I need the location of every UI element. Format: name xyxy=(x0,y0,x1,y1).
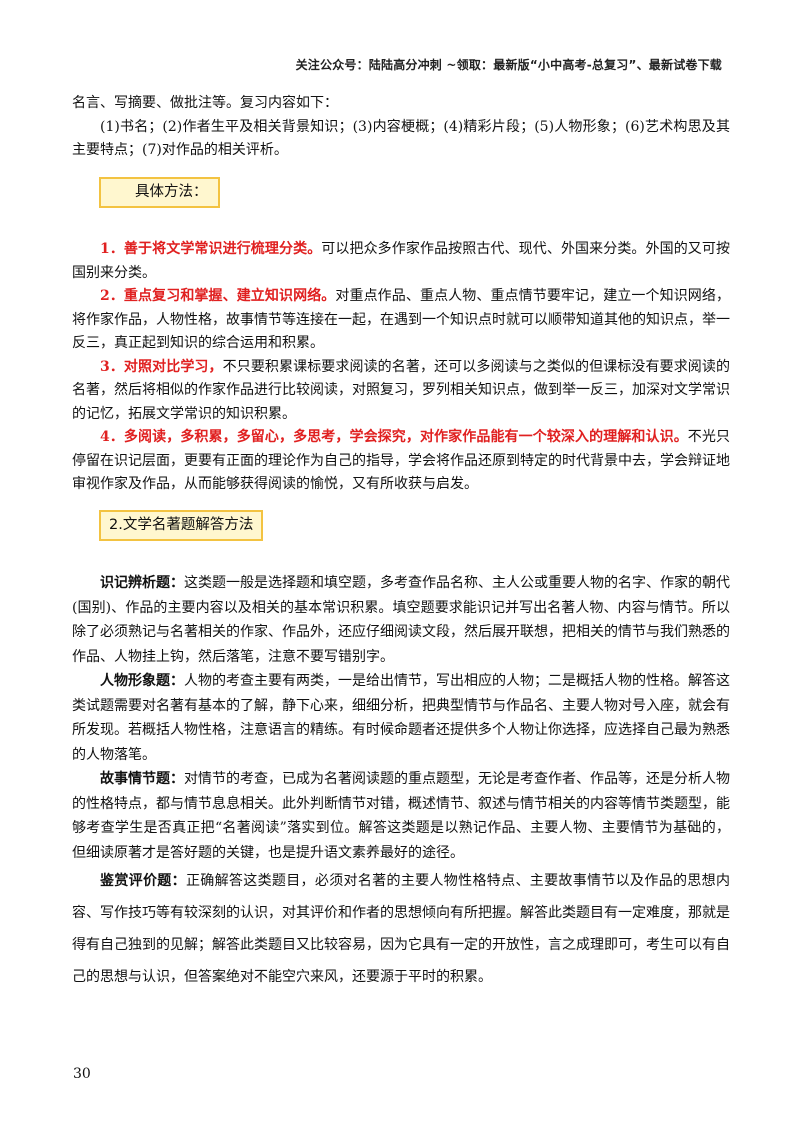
question-type-term: 识记辨析题： xyxy=(100,575,184,591)
review-content-list: (1)书名；(2)作者生平及相关背景知识；(3)内容梗概；(4)精彩片段；(5)… xyxy=(72,118,730,159)
section-heading-answer-methods: 2.文学名著题解答方法 xyxy=(99,509,264,541)
method-item: 4．多阅读，多积累，多留心，多思考，学会探究，对作家作品能有一个较深入的理解和认… xyxy=(72,426,730,497)
method-lead: 3．对照对比学习， xyxy=(100,358,223,375)
question-type-text: 人物的考查主要有两类，一是给出情节，写出相应的人物；二是概括人物的性格。解答这类… xyxy=(72,673,730,763)
method-lead: 1．善于将文学常识进行梳理分类。 xyxy=(100,241,322,257)
intro-line: 名言、写摘要、做批注等。复习内容如下： xyxy=(72,95,338,111)
question-type-text: 这类题一般是选择题和填空题，多考查作品名称、主人公或重要人物的名字、作家的朝代(… xyxy=(72,575,730,665)
question-types-list: 识记辨析题：这类题一般是选择题和填空题，多考查作品名称、主人公或重要人物的名字、… xyxy=(72,571,730,993)
method-lead: 4．多阅读，多积累，多留心，多思考，学会探究，对作家作品能有一个较深入的理解和认… xyxy=(100,429,688,445)
question-type-item: 识记辨析题：这类题一般是选择题和填空题，多考查作品名称、主人公或重要人物的名字、… xyxy=(72,571,730,669)
method-item: 3．对照对比学习，不只要积累课标要求阅读的名著，还可以多阅读与之类似的但课标没有… xyxy=(72,356,730,427)
methods-list: 1．善于将文学常识进行梳理分类。可以把众多作家作品按照古代、现代、外国来分类。外… xyxy=(72,238,730,497)
method-lead: 2．重点复习和掌握、建立知识网络。 xyxy=(100,288,336,304)
page-number: 30 xyxy=(73,1066,91,1082)
question-type-item: 鉴赏评价题：正确解答这类题目，必须对名著的主要人物性格特点、主要故事情节以及作品… xyxy=(72,865,730,993)
page-content: 名言、写摘要、做批注等。复习内容如下： (1)书名；(2)作者生平及相关背景知识… xyxy=(72,92,730,993)
question-type-text: 正确解答这类题目，必须对名著的主要人物性格特点、主要故事情节以及作品的思想内容、… xyxy=(72,873,730,985)
question-type-text: 对情节的考查，已成为名著阅读题的重点题型，无论是考查作者、作品等，还是分析人物的… xyxy=(72,771,730,861)
question-type-term: 故事情节题： xyxy=(100,771,184,787)
method-text: 对重点作品、重点人物、重点情节要牢记，建立一个知识网络，将作家作品，人物性格，故… xyxy=(72,288,730,351)
question-type-term: 人物形象题： xyxy=(100,673,184,689)
section-heading-methods: 具体方法： xyxy=(99,176,220,208)
method-item: 1．善于将文学常识进行梳理分类。可以把众多作家作品按照古代、现代、外国来分类。外… xyxy=(72,238,730,285)
method-item: 2．重点复习和掌握、建立知识网络。对重点作品、重点人物、重点情节要牢记，建立一个… xyxy=(72,285,730,356)
question-type-item: 故事情节题：对情节的考查，已成为名著阅读题的重点题型，无论是考查作者、作品等，还… xyxy=(72,767,730,865)
question-type-item: 人物形象题：人物的考查主要有两类，一是给出情节，写出相应的人物；二是概括人物的性… xyxy=(72,669,730,767)
method-text: 不只要积累课标要求阅读的名著，还可以多阅读与之类似的但课标没有要求阅读的名著，然… xyxy=(72,358,731,422)
method-text: 可以把众多作家作品按照古代、现代、外国来分类。外国的又可按国别来分类。 xyxy=(72,241,730,281)
page-header-notice: 关注公众号：陆陆高分冲刺 ~领取：最新版“小中高考-总复习”、最新试卷下载 xyxy=(295,58,722,72)
method-text: 不光只停留在识记层面，更要有正面的理论作为自己的指导，学会将作品还原到特定的时代… xyxy=(72,429,730,492)
question-type-term: 鉴赏评价题： xyxy=(100,873,186,889)
